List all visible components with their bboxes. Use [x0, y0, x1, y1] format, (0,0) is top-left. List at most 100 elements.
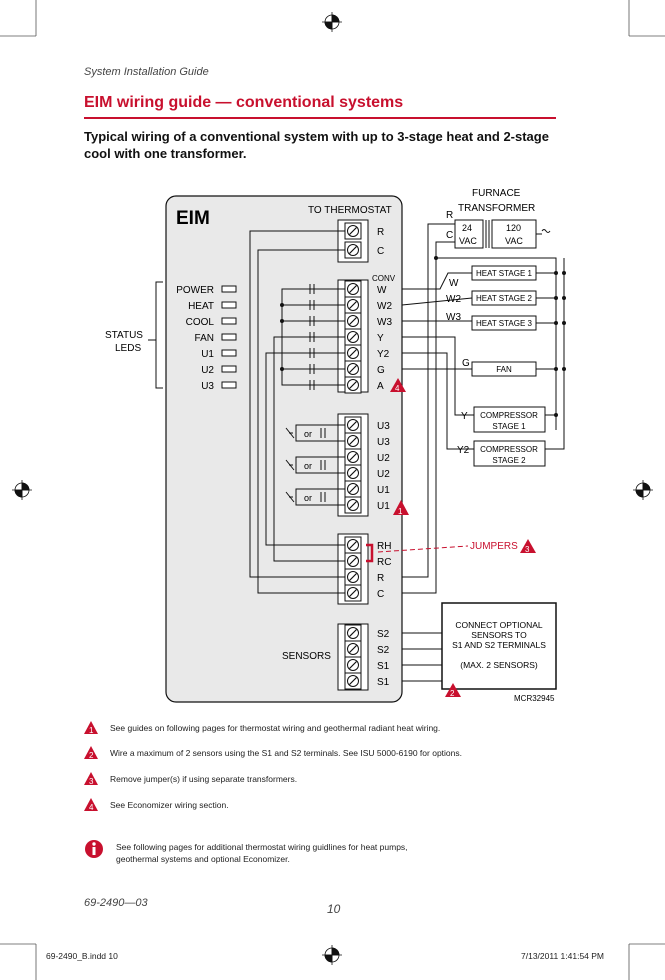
svg-text:VAC: VAC: [459, 236, 477, 246]
jumpers-label: JUMPERS: [470, 541, 518, 552]
status-leds-label: STATUS: [105, 330, 143, 341]
svg-text:2: 2: [89, 751, 94, 760]
transformer-24vac: [454, 219, 484, 249]
terminal-label: S2: [377, 645, 390, 656]
svg-text:4: 4: [395, 384, 400, 393]
warning-triangle-icon: 4: [84, 798, 98, 812]
to-thermostat-label: TO THERMOSTAT: [308, 205, 392, 216]
warning-triangle-icon: 3: [84, 772, 98, 786]
transformer-120vac: [491, 219, 537, 249]
svg-text:STAGE 2: STAGE 2: [492, 456, 526, 465]
svg-text:24: 24: [462, 223, 472, 233]
svg-text:VAC: VAC: [505, 236, 523, 246]
terminal-label: C: [377, 246, 384, 257]
svg-text:1: 1: [89, 726, 94, 735]
svg-text:Y2: Y2: [457, 445, 470, 456]
svg-text:3: 3: [525, 545, 530, 554]
led-label: U2: [201, 365, 214, 376]
terminal-label: RC: [377, 557, 391, 568]
registration-mark-right: [633, 480, 653, 500]
svg-text:HEAT STAGE 2: HEAT STAGE 2: [476, 294, 533, 303]
terminal-label: Y2: [377, 349, 390, 360]
or-label: or: [304, 493, 312, 503]
compressor-1-box: [473, 406, 546, 433]
svg-text:FAN: FAN: [496, 365, 512, 374]
registration-mark-left: [12, 480, 32, 500]
info-note: See following pages for additional therm…: [84, 839, 408, 864]
led-indicator: [221, 365, 237, 373]
registration-mark-bottom: [322, 945, 342, 965]
sensor-connection-box: [441, 602, 557, 690]
furnace-label: FURNACE: [472, 188, 521, 199]
compressor-2-box: [473, 440, 546, 467]
heat-stage-1-box: [471, 265, 537, 281]
terminal-label: Y: [377, 333, 384, 344]
terminal-label: U2: [377, 453, 390, 464]
svg-text:W2: W2: [446, 294, 461, 305]
svg-text:CONNECT OPTIONAL: CONNECT OPTIONAL: [455, 620, 542, 630]
sensors-label: SENSORS: [282, 651, 331, 662]
registration-mark-top: [322, 12, 342, 32]
svg-text:W3: W3: [446, 312, 461, 323]
terminal-label: U2: [377, 469, 390, 480]
callout-2: 2: [445, 683, 461, 698]
terminal-label: G: [377, 365, 385, 376]
svg-text:(MAX. 2 SENSORS): (MAX. 2 SENSORS): [460, 660, 538, 670]
terminal-label: C: [377, 589, 384, 600]
svg-text:120: 120: [506, 223, 521, 233]
led-indicator: [221, 317, 237, 325]
terminal-label: S1: [377, 677, 390, 688]
terminal-label: A: [377, 381, 384, 392]
svg-text:1: 1: [398, 507, 403, 516]
guide-header: System Installation Guide: [84, 66, 209, 78]
terminal-label: W3: [377, 317, 392, 328]
furnace-label: TRANSFORMER: [458, 203, 535, 214]
svg-text:HEAT STAGE 3: HEAT STAGE 3: [476, 319, 533, 328]
led-label: HEAT: [188, 301, 214, 312]
note-2: 2 Wire a maximum of 2 sensors using the …: [84, 746, 462, 762]
eim-label: EIM: [176, 208, 210, 229]
callout-3: 3: [520, 539, 536, 554]
svg-text:3: 3: [89, 777, 94, 786]
led-label: U1: [201, 349, 214, 360]
led-label: FAN: [195, 333, 214, 344]
page-title: EIM wiring guide — conventional systems: [84, 94, 404, 111]
terminal-label: R: [377, 573, 384, 584]
terminal-label: U1: [377, 485, 390, 496]
terminal-label: S2: [377, 629, 390, 640]
jumper-bracket: [366, 543, 374, 563]
conv-label: CONV: [372, 274, 396, 283]
svg-text:G: G: [462, 358, 470, 369]
status-leds-label: LEDS: [115, 343, 141, 354]
svg-text:S1 AND S2 TERMINALS: S1 AND S2 TERMINALS: [452, 640, 546, 650]
or-label: or: [304, 429, 312, 439]
terminal-label: RH: [377, 541, 391, 552]
svg-text:4: 4: [89, 803, 94, 812]
terminal-label: W2: [377, 301, 392, 312]
note-3: 3 Remove jumper(s) if using separate tra…: [84, 772, 297, 788]
callout-4: 4: [390, 378, 406, 393]
warning-triangle-icon: 1: [84, 721, 98, 735]
callout-1: 1: [393, 500, 409, 516]
note-4: 4 See Economizer wiring section.: [84, 798, 229, 814]
mcr-label: MCR32945: [514, 694, 555, 703]
led-indicator: [221, 349, 237, 357]
led-label: U3: [201, 381, 214, 392]
terminal-label: S1: [377, 661, 390, 672]
led-indicator: [221, 333, 237, 341]
svg-text:2: 2: [450, 689, 455, 698]
terminal-label: U3: [377, 421, 390, 432]
svg-text:COMPRESSOR: COMPRESSOR: [480, 411, 538, 420]
led-label: COOL: [186, 317, 215, 328]
terminal-label: W: [377, 285, 387, 296]
svg-text:HEAT STAGE 1: HEAT STAGE 1: [476, 269, 533, 278]
or-label: or: [304, 461, 312, 471]
terminal-label: R: [377, 227, 384, 238]
led-label: POWER: [176, 285, 214, 296]
svg-text:COMPRESSOR: COMPRESSOR: [480, 445, 538, 454]
led-indicator: [221, 301, 237, 309]
svg-text:C: C: [446, 230, 453, 241]
terminal-label: U3: [377, 437, 390, 448]
warning-triangle-icon: 2: [84, 746, 98, 760]
